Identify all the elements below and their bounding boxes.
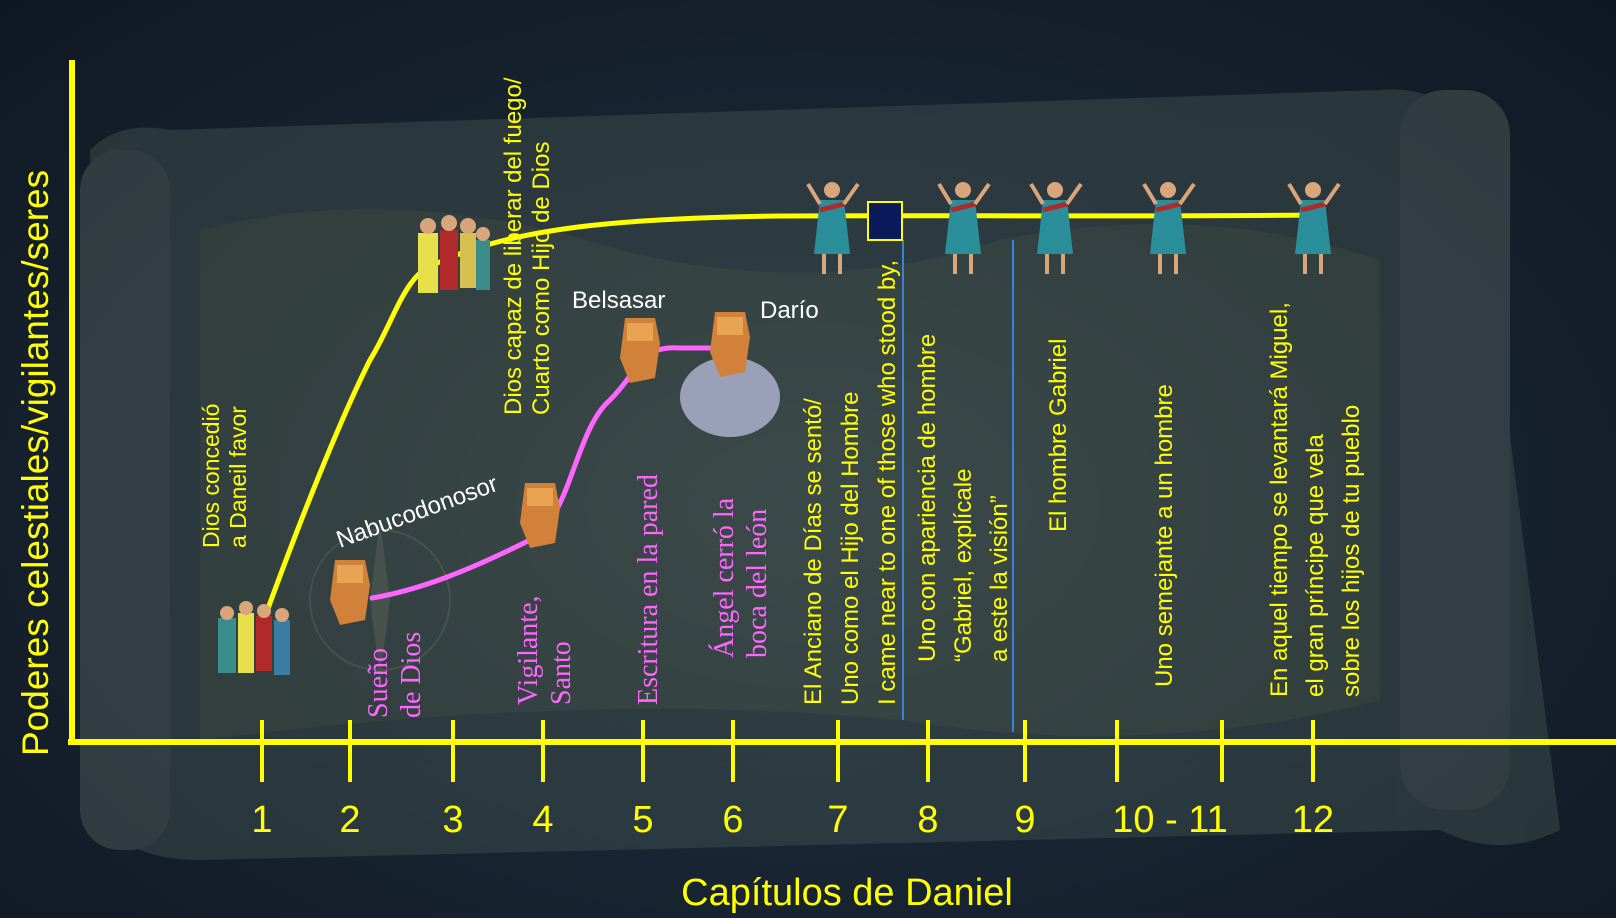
label-ch6: Ángel cerró la boca del león <box>709 497 774 658</box>
label-ch9: El hombre Gabriel <box>1045 338 1072 532</box>
heavenly-powers-curve <box>259 212 1313 628</box>
label-ch5: Escritura en la pared <box>633 474 664 705</box>
angel-figure-icon <box>1029 182 1083 274</box>
angel-figure-icon <box>806 182 860 274</box>
label-ch1: Dios concedió a Daneil favor <box>198 403 252 548</box>
king-head-icon <box>620 318 660 383</box>
king-label-dario: Darío <box>760 297 819 324</box>
highlight-marker <box>867 201 903 241</box>
tick-label: 1 <box>251 799 272 841</box>
king-head-icon <box>680 312 780 437</box>
angel-figure-icon <box>1287 182 1341 274</box>
tick-label: 5 <box>632 799 653 841</box>
king-label-belsasar: Belsasar <box>572 287 665 314</box>
people-group-icon <box>218 601 290 675</box>
king-head-icon <box>520 483 560 548</box>
tick-label: 4 <box>532 799 553 841</box>
tick-label: 9 <box>1014 799 1035 841</box>
angel-figure-icon <box>1142 182 1196 274</box>
tick-label: 6 <box>722 799 743 841</box>
tick-marks <box>260 720 1315 782</box>
tick-label: 7 <box>827 799 848 841</box>
x-axis-title: Capítulos de Daniel <box>681 872 1013 914</box>
tick-label: 12 <box>1292 799 1334 841</box>
king-head-icon <box>330 560 370 625</box>
label-ch2: Sueño de Dios <box>363 631 428 718</box>
tick-label: 3 <box>442 799 463 841</box>
label-ch7: El Anciano de Días se sentó/ Uno como el… <box>800 259 902 705</box>
y-axis-title: Poderes celestiales/vigilantes/seres <box>15 169 56 756</box>
tick-label: 8 <box>917 799 938 841</box>
label-ch3: Dios capaz de liberar del fuego/ Cuarto … <box>500 77 556 415</box>
label-ch10-11: Uno semejante a un hombre <box>1151 384 1178 687</box>
label-ch4: Vigilante, Santo <box>513 595 578 705</box>
tick-label: 10 - 11 <box>1112 799 1227 841</box>
people-group-icon <box>418 215 490 293</box>
angel-figure-icon <box>937 182 991 274</box>
label-ch12: En aquel tiempo se levantará Miguel, el … <box>1266 302 1365 697</box>
tick-label: 2 <box>339 799 360 841</box>
label-ch8: Uno con apariencia de hombre “Gabriel, e… <box>914 333 1013 662</box>
